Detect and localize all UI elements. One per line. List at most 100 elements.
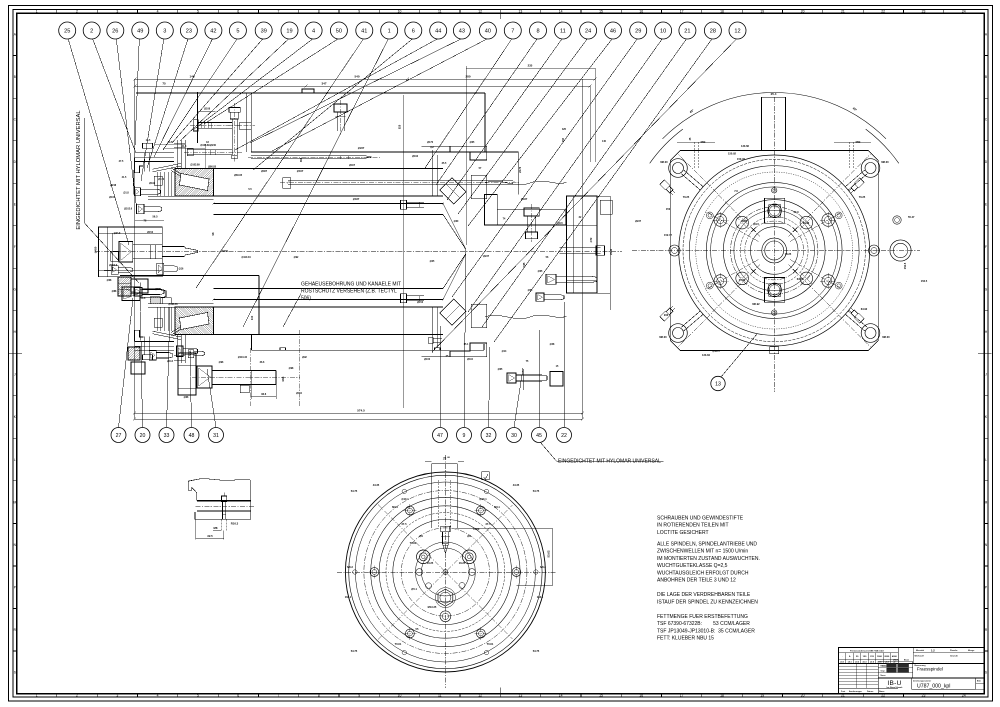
svg-text:J: J — [14, 373, 16, 377]
svg-text:∅102.6: ∅102.6 — [124, 208, 133, 211]
svg-text:C: C — [985, 118, 988, 122]
svg-text:56.3: 56.3 — [141, 297, 146, 300]
svg-text:∅407: ∅407 — [349, 164, 356, 167]
svg-text:32: 32 — [486, 433, 492, 439]
svg-text:M6.92: M6.92 — [752, 302, 760, 306]
svg-text:133.66: 133.66 — [741, 144, 749, 148]
svg-text:Datum: Datum — [867, 690, 873, 693]
svg-text:57: 57 — [479, 167, 482, 170]
svg-text:Datum: Datum — [893, 659, 899, 662]
svg-text:Datum: Datum — [882, 664, 888, 667]
svg-text:35.5: 35.5 — [442, 162, 447, 165]
svg-text:49: 49 — [137, 29, 143, 35]
svg-text:M6.3: M6.3 — [347, 565, 353, 569]
svg-text:8: 8 — [318, 9, 320, 13]
svg-text:74: 74 — [503, 218, 506, 221]
svg-text:H: H — [985, 330, 988, 334]
svg-text:18: 18 — [720, 9, 724, 13]
svg-text:63.75: 63.75 — [797, 277, 804, 281]
svg-text:152.5: 152.5 — [903, 262, 907, 269]
svg-text:5: 5 — [197, 694, 199, 698]
svg-text:N: N — [985, 543, 988, 547]
svg-text:M3.1: M3.1 — [392, 505, 398, 509]
svg-text:∅133.35: ∅133.35 — [168, 303, 178, 306]
svg-text:325: 325 — [562, 128, 567, 131]
svg-text:35.92: 35.92 — [739, 278, 746, 282]
svg-text:Norm: Norm — [881, 675, 886, 677]
svg-text:363: 363 — [299, 157, 303, 162]
svg-text:13: 13 — [715, 382, 721, 388]
svg-text:FETTMENGE FUER ERSTBEFETTUNG: FETTMENGE FUER ERSTBEFETTUNG — [657, 614, 748, 620]
svg-text:43.5: 43.5 — [168, 141, 173, 144]
svg-text:∅103.89: ∅103.89 — [200, 144, 210, 147]
svg-text:46: 46 — [610, 29, 616, 35]
svg-text:∅65: ∅65 — [498, 368, 503, 371]
svg-text:IM MONTIERTEN ZUSTAND AUSWUCHT: IM MONTIERTEN ZUSTAND AUSWUCHTEN. — [657, 556, 760, 562]
svg-text:∅487: ∅487 — [261, 170, 268, 173]
svg-text:Name: Name — [904, 660, 909, 662]
svg-text:55: 55 — [416, 627, 419, 631]
svg-text:∅103.89: ∅103.89 — [190, 164, 200, 167]
svg-text:4: 4 — [157, 9, 159, 13]
svg-text:75: 75 — [144, 219, 147, 223]
svg-text:4: 4 — [157, 694, 159, 698]
svg-text:14: 14 — [559, 9, 563, 13]
svg-text:∅240: ∅240 — [210, 144, 217, 147]
svg-text:11: 11 — [438, 9, 442, 13]
svg-text:19: 19 — [760, 9, 764, 13]
svg-text:75: 75 — [162, 82, 166, 86]
svg-text:∅170: ∅170 — [158, 178, 165, 181]
svg-text:29: 29 — [635, 29, 641, 35]
svg-text:45°: 45° — [852, 106, 859, 112]
svg-text:∅50: ∅50 — [528, 289, 533, 292]
svg-text:±0.1: ±0.1 — [840, 662, 845, 664]
svg-text:Bearb.: Bearb. — [881, 666, 887, 668]
svg-text:Gepr.: Gepr. — [881, 670, 886, 672]
svg-text:233: 233 — [664, 313, 669, 317]
svg-text:10: 10 — [660, 29, 666, 35]
svg-text:M3.1: M3.1 — [494, 505, 500, 509]
svg-text:15: 15 — [599, 694, 603, 698]
svg-text:∅72: ∅72 — [590, 237, 593, 242]
svg-text:12: 12 — [478, 9, 482, 13]
svg-text:1:2: 1:2 — [931, 649, 935, 653]
svg-text:47: 47 — [437, 433, 443, 439]
svg-text:20: 20 — [801, 694, 805, 698]
svg-text:∅10.1: ∅10.1 — [479, 497, 487, 501]
svg-text:43.35: 43.35 — [513, 483, 520, 487]
svg-text:17: 17 — [680, 694, 684, 698]
svg-text:140: 140 — [250, 315, 254, 320]
svg-text:25: 25 — [64, 29, 70, 35]
svg-text:7.6: 7.6 — [734, 189, 738, 193]
svg-text:R16.3: R16.3 — [231, 521, 239, 525]
svg-text:27.5: 27.5 — [401, 522, 407, 526]
svg-text:6: 6 — [237, 9, 239, 13]
svg-text:56.5: 56.5 — [152, 214, 158, 218]
svg-text:∅100: ∅100 — [424, 358, 431, 361]
svg-text:75: 75 — [526, 360, 529, 363]
svg-text:U787_000_kpl: U787_000_kpl — [917, 683, 950, 689]
svg-text:16.25: 16.25 — [427, 561, 434, 565]
svg-text:L: L — [14, 458, 16, 462]
svg-text:27: 27 — [116, 433, 122, 439]
svg-text:FETT: KLUEBER NBU 15: FETT: KLUEBER NBU 15 — [657, 636, 714, 642]
svg-text:GEHAEUSEBOHRUNG UND KANAELE MI: GEHAEUSEBOHRUNG UND KANAELE MIT — [301, 282, 401, 288]
svg-text:98: 98 — [211, 232, 215, 235]
svg-text:C: C — [14, 118, 17, 122]
svg-text:47.5: 47.5 — [119, 160, 124, 163]
svg-text:43.35: 43.35 — [373, 483, 380, 487]
svg-text:±0.3: ±0.3 — [863, 662, 868, 664]
svg-text:M8.00: M8.00 — [660, 160, 668, 164]
svg-text:25.4: 25.4 — [771, 92, 777, 96]
svg-text:540: 540 — [354, 75, 359, 79]
svg-text:32: 32 — [579, 216, 582, 219]
svg-text:18: 18 — [720, 694, 724, 698]
svg-text:Gewicht: Gewicht — [950, 655, 958, 658]
svg-text:T0.60: T0.60 — [410, 541, 417, 545]
svg-text:16.25: 16.25 — [459, 561, 466, 565]
svg-text:∅1.8: ∅1.8 — [123, 192, 129, 195]
svg-text:F: F — [985, 245, 987, 249]
svg-text:45°: 45° — [689, 108, 696, 114]
svg-text:∅110: ∅110 — [467, 358, 474, 361]
svg-text:∅248: ∅248 — [110, 184, 117, 187]
